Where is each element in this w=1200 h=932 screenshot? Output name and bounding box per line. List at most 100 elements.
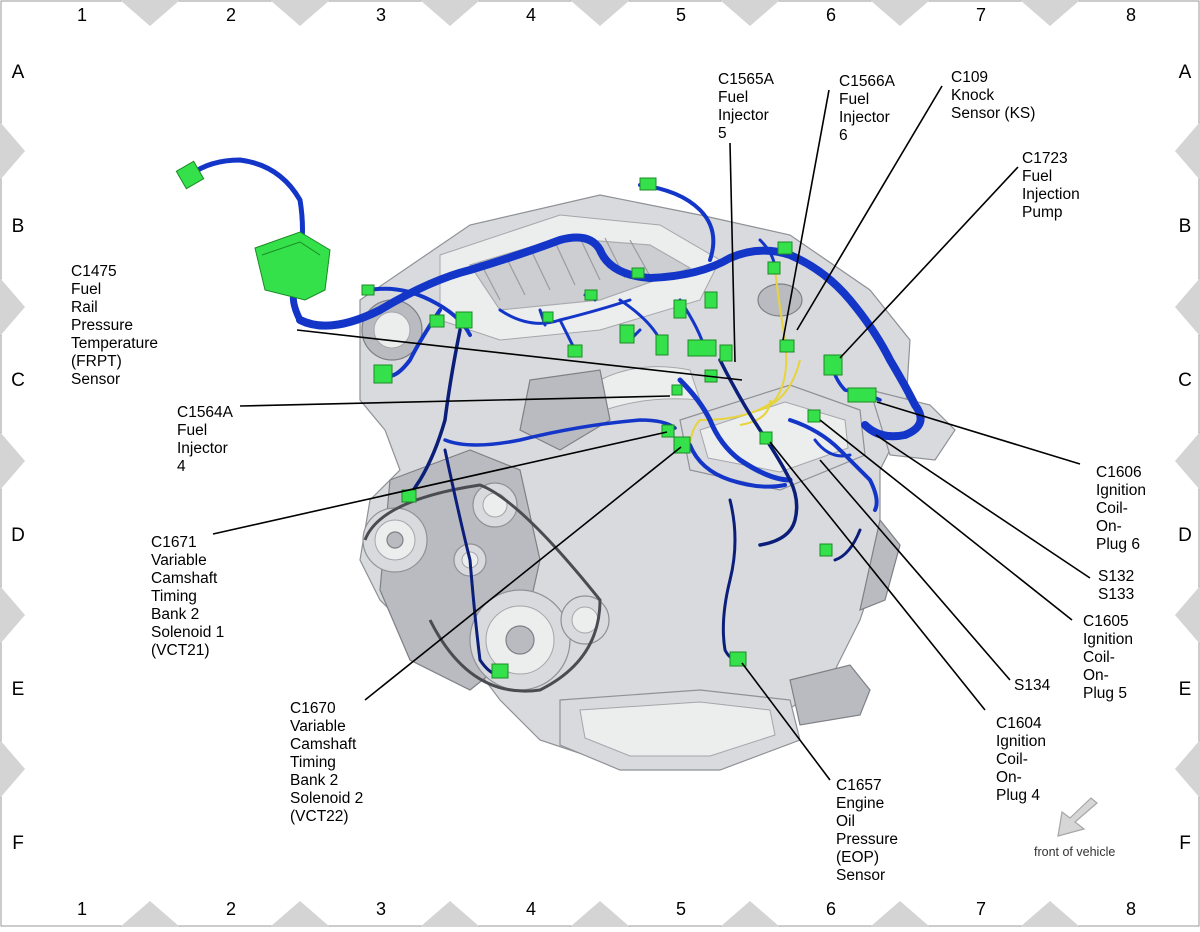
callout-s134-line: S134 <box>1014 677 1051 694</box>
callout-c1723: C1723 Fuel Injection Pump <box>1022 150 1080 221</box>
callout-c1566a-line: Injector <box>839 109 890 126</box>
callout-c1604: C1604 Ignition Coil- On- Plug 4 <box>996 715 1046 804</box>
grid-col-label: 5 <box>676 5 686 25</box>
callout-c1605: C1605 Ignition Coil- On- Plug 5 <box>1083 613 1133 702</box>
callout-c1657-line: Pressure <box>836 831 898 848</box>
grid-row-label: A <box>12 62 25 83</box>
callout-c1565a-line: 5 <box>718 125 727 142</box>
engine-illustration <box>359 194 956 771</box>
callout-c1564a-line: Injector <box>177 440 228 457</box>
callout-c1671-line: Camshaft <box>151 570 218 587</box>
callout-c1565a: C1565A Fuel Injector 5 <box>718 71 775 142</box>
callout-c1565a-line: Injector <box>718 107 769 124</box>
callout-c1606-line: Ignition <box>1096 482 1146 499</box>
callout-c1604-line: C1604 <box>996 715 1042 732</box>
grid-col-label: 8 <box>1126 899 1136 919</box>
connector-lower-left <box>491 663 509 679</box>
grid-row-label: F <box>12 833 24 854</box>
grid-col-label: 5 <box>676 899 686 919</box>
grid-column-labels-bottom: 1 2 3 4 5 6 7 8 <box>77 899 1136 919</box>
callout-c1670-line: (VCT22) <box>290 808 349 825</box>
grid-col-label: 1 <box>77 5 87 25</box>
callout-c1565a-line: Fuel <box>718 89 748 106</box>
callout-c1670-line: Variable <box>290 718 346 735</box>
grid-row-label: C <box>11 370 25 391</box>
callout-c1564a-line: Fuel <box>177 422 207 439</box>
callout-c1475: C1475 Fuel Rail Pressure Temperature (FR… <box>71 263 158 388</box>
connector-throttle-body <box>373 364 393 384</box>
callout-c1723-line: Injection <box>1022 186 1080 203</box>
pcm-connector <box>254 231 331 301</box>
connector-vct21 <box>661 424 675 438</box>
callout-c1671-line: (VCT21) <box>151 642 210 659</box>
connectors <box>175 160 877 679</box>
callout-c1657: C1657 Engine Oil Pressure (EOP) Sensor <box>836 777 898 884</box>
grid-col-label: 8 <box>1126 5 1136 25</box>
grid-col-label: 6 <box>826 899 836 919</box>
connector-intake-top <box>639 177 657 191</box>
callout-c1566a-line: 6 <box>839 127 848 144</box>
callout-c1606-line: Coil- <box>1096 500 1128 517</box>
callout-c1564a-line: C1564A <box>177 404 234 421</box>
front-of-vehicle-label: front of vehicle <box>1034 845 1115 859</box>
callout-c1564a-line: 4 <box>177 458 186 475</box>
callout-c109-line: C109 <box>951 69 988 86</box>
callout-c1723-line: Pump <box>1022 204 1063 221</box>
connector-coil-6 <box>823 354 843 376</box>
callout-c1605-line: Coil- <box>1083 649 1115 666</box>
callout-c1723-line: C1723 <box>1022 150 1068 167</box>
grid-row-label: C <box>1178 370 1192 391</box>
harness-end-connector <box>175 160 205 190</box>
callout-c1657-line: Oil <box>836 813 855 830</box>
grid-col-label: 4 <box>526 5 536 25</box>
connector-fuel-pump <box>779 339 795 353</box>
grid-row-label: D <box>11 525 25 546</box>
callout-c1564a: C1564A Fuel Injector 4 <box>177 404 234 475</box>
callout-c109-line: Sensor (KS) <box>951 105 1035 122</box>
grid-row-label: B <box>1179 216 1192 237</box>
grid-col-label: 2 <box>226 899 236 919</box>
grid-row-label: E <box>1179 679 1192 700</box>
callout-c1671: C1671 Variable Camshaft Timing Bank 2 So… <box>151 534 224 659</box>
grid-row-label: F <box>1179 833 1191 854</box>
callout-c1605-line: Ignition <box>1083 631 1133 648</box>
callout-c1475-line: Rail <box>71 299 98 316</box>
callout-c1605-line: Plug 5 <box>1083 685 1127 702</box>
callout-c1670-line: Timing <box>290 754 336 771</box>
callout-c1606-line: On- <box>1096 518 1122 535</box>
grid-col-label: 4 <box>526 899 536 919</box>
callout-c1475-line: Pressure <box>71 317 133 334</box>
callout-c1671-line: Bank 2 <box>151 606 199 623</box>
callout-s134: S134 <box>1014 677 1051 694</box>
connector-fuel-injector-5 <box>687 339 717 357</box>
callout-c1604-line: Ignition <box>996 733 1046 750</box>
fuel-lines <box>689 269 801 451</box>
grid-column-labels-top: 1 2 3 4 5 6 7 8 <box>77 5 1136 25</box>
callout-c1671-line: Timing <box>151 588 197 605</box>
direction-arrow-icon <box>1057 797 1098 837</box>
connector-coil-5 <box>807 409 821 423</box>
callout-s132-line: S132 <box>1098 568 1134 585</box>
callout-c1475-line: Fuel <box>71 281 101 298</box>
callout-s133-line: S133 <box>1098 586 1134 603</box>
front-of-vehicle-indicator: front of vehicle <box>1034 797 1115 859</box>
callout-c1657-line: Engine <box>836 795 884 812</box>
callout-c1606-line: Plug 6 <box>1096 536 1140 553</box>
callout-c1475-line: C1475 <box>71 263 117 280</box>
callout-c1475-line: Sensor <box>71 371 120 388</box>
callout-c1723-line: Fuel <box>1022 168 1052 185</box>
callout-c1670-line: C1670 <box>290 700 336 717</box>
callout-c1657-line: (EOP) <box>836 849 879 866</box>
callout-c1670-line: Solenoid 2 <box>290 790 363 807</box>
callout-c1566a-line: Fuel <box>839 91 869 108</box>
callout-c1566a-line: C1566A <box>839 73 896 90</box>
callout-c1566a: C1566A Fuel Injector 6 <box>839 73 896 144</box>
starter-motor <box>789 664 871 726</box>
leader-lines <box>212 85 1091 781</box>
callout-c1657-line: C1657 <box>836 777 882 794</box>
callout-c1605-line: C1605 <box>1083 613 1129 630</box>
callout-c1670-line: Bank 2 <box>290 772 338 789</box>
